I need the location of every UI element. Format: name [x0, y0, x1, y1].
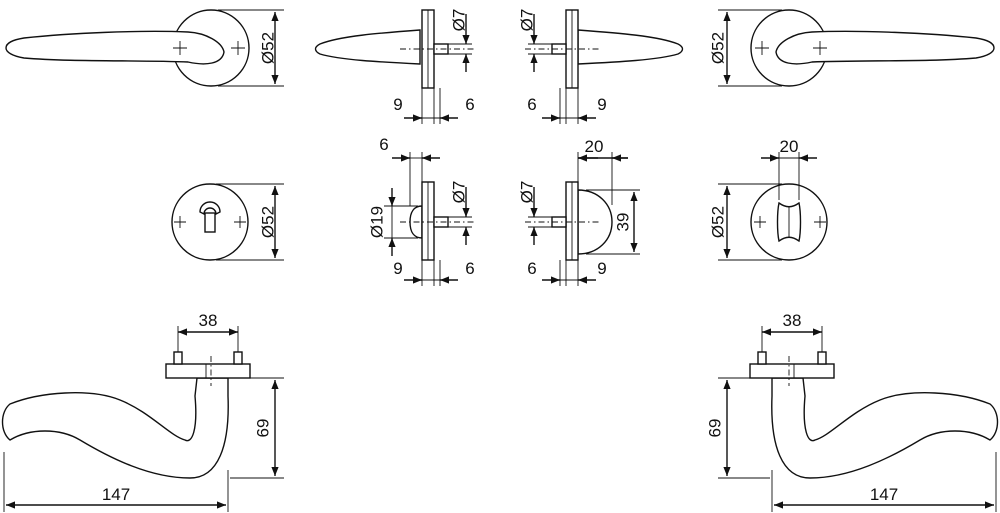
front-view-thumb-turn-rose: 20 Ø52 — [708, 137, 828, 261]
fixing-spacing-label: 38 — [783, 311, 802, 330]
turn-offset-dimension: 6 — [379, 135, 440, 206]
thumb-turn-front-width-dimension: 20 — [761, 137, 817, 200]
thumb-turn-height-label: 39 — [613, 213, 632, 232]
lever-length-dimension-right: 147 — [771, 452, 997, 512]
front-view-lever-left: Ø52 — [5, 9, 284, 87]
rose-thickness-label: 9 — [597, 259, 606, 278]
spindle-offset-label: 6 — [465, 259, 474, 278]
rose-thickness-dimension-right: 6 9 — [527, 88, 607, 124]
spindle-diameter-label: Ø7 — [517, 9, 536, 32]
rose-thickness-label: 9 — [597, 95, 606, 114]
rose-thickness-dimension-turn: 9 6 — [393, 259, 475, 286]
thumb-turn-width-dimension: 20 — [577, 137, 628, 205]
front-view-turn-rose: Ø52 — [171, 183, 284, 261]
side-view-turn-knob: 6 Ø19 Ø7 9 6 — [367, 135, 475, 286]
lever-length-label: 147 — [102, 485, 130, 504]
rose-diameter-label: Ø52 — [258, 32, 277, 64]
rose-diameter-dimension-right: Ø52 — [708, 9, 782, 87]
spindle-offset-label: 6 — [527, 95, 536, 114]
spindle-diameter-label: Ø7 — [449, 9, 468, 32]
spindle-diameter-label: Ø7 — [449, 181, 468, 204]
spindle-offset-label: 6 — [465, 95, 474, 114]
spindle-diameter-dimension-left: Ø7 — [444, 9, 472, 72]
lever-height-label: 69 — [705, 419, 724, 438]
side-view-thumb-turn: 20 39 Ø7 6 9 — [517, 137, 640, 286]
top-view-u-lever-right: 38 69 147 — [705, 311, 999, 512]
spindle-diameter-dimension-turn: Ø7 — [444, 181, 472, 245]
thumb-turn-height-dimension: 39 — [586, 189, 640, 255]
front-view-lever-right: Ø52 — [708, 9, 995, 87]
spindle-offset-label: 6 — [527, 259, 536, 278]
fixing-spacing-dimension-left: 38 — [177, 311, 239, 352]
turn-knob-diameter-label: Ø19 — [367, 206, 386, 238]
fixing-spacing-dimension-right: 38 — [761, 311, 823, 352]
rose-thickness-dimension-thumb: 6 9 — [527, 259, 607, 286]
turn-knob-diameter-dimension: Ø19 — [367, 188, 418, 256]
spindle-diameter-dimension-thumb: Ø7 — [517, 181, 556, 245]
fixing-spacing-label: 38 — [199, 311, 218, 330]
side-view-lever-left: Ø7 9 6 — [314, 9, 475, 124]
lever-height-dimension-left: 69 — [230, 377, 284, 479]
rose-diameter-label: Ø52 — [258, 206, 277, 238]
lever-length-dimension-left: 147 — [3, 452, 229, 512]
spindle-diameter-label: Ø7 — [517, 181, 536, 204]
turn-rose-diameter-dimension: Ø52 — [216, 183, 284, 261]
thumb-turn-width-label: 20 — [780, 137, 799, 156]
lever-height-dimension-right: 69 — [705, 377, 770, 479]
rose-diameter-dimension-left: Ø52 — [218, 9, 284, 87]
thumb-turn-width-label: 20 — [585, 137, 604, 156]
thumb-rose-diameter-dimension: Ø52 — [708, 183, 782, 261]
lever-height-label: 69 — [253, 419, 272, 438]
rose-thickness-dimension-left: 9 6 — [393, 88, 475, 124]
side-view-lever-right: Ø7 6 9 — [517, 9, 684, 124]
turn-offset-label: 6 — [379, 135, 388, 154]
rose-thickness-label: 9 — [393, 95, 402, 114]
rose-thickness-label: 9 — [393, 259, 402, 278]
spindle-diameter-dimension-right: Ø7 — [517, 9, 556, 72]
lever-length-label: 147 — [870, 485, 898, 504]
rose-diameter-label: Ø52 — [708, 206, 727, 238]
rose-diameter-label: Ø52 — [708, 32, 727, 64]
top-view-u-lever-left: 38 69 147 — [1, 311, 284, 512]
